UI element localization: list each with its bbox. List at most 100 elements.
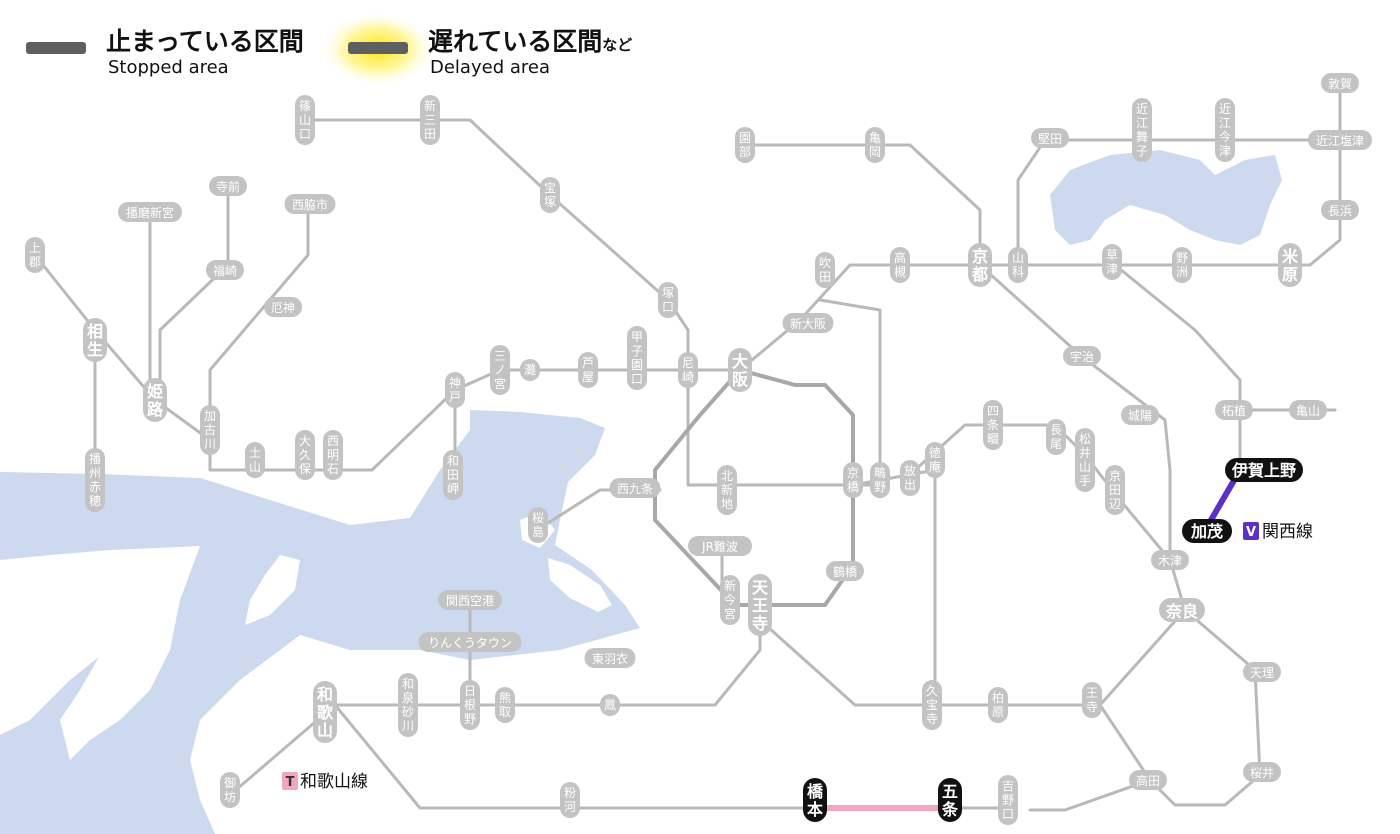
station-label: 新今宮 <box>724 578 736 621</box>
station-kamigori[interactable]: 上郡 <box>25 237 45 273</box>
station-marker <box>398 673 418 737</box>
lake-biwa <box>1050 150 1282 245</box>
station-omishiotsu[interactable]: 近江塩津 <box>1308 130 1372 150</box>
station-shijonawate[interactable]: 四条畷 <box>983 400 1003 450</box>
station-kusatsu[interactable]: 草津 <box>1102 244 1122 280</box>
station-shinsanda[interactable]: 新三田 <box>420 95 440 145</box>
station-omimaiko[interactable]: 近江舞子 <box>1132 98 1152 162</box>
station-sonobe[interactable]: 園部 <box>735 127 755 163</box>
station-joyo[interactable]: 城陽 <box>1121 405 1159 425</box>
station-shinosaka[interactable]: 新大阪 <box>782 313 834 333</box>
station-hanaten[interactable]: 放出 <box>900 460 920 496</box>
station-himeji[interactable]: 姫路 <box>143 378 167 422</box>
station-izumisunagawa[interactable]: 和泉砂川 <box>398 673 418 737</box>
station-jr-namba[interactable]: JR難波 <box>688 536 752 556</box>
station-higashihagoromo[interactable]: 東羽衣 <box>584 648 636 668</box>
station-nara[interactable]: 奈良 <box>1159 598 1205 622</box>
station-gojo[interactable]: 五条 <box>938 778 962 822</box>
station-okubo[interactable]: 大久保 <box>295 430 315 480</box>
station-tennoji[interactable]: 天王寺 <box>748 574 772 636</box>
station-kameyama[interactable]: 亀山 <box>1289 400 1327 420</box>
station-kyotanabe[interactable]: 京田辺 <box>1105 465 1125 515</box>
station-omiimazu[interactable]: 近江今津 <box>1215 98 1235 162</box>
station-yakujin[interactable]: 厄神 <box>264 297 302 317</box>
station-kameoka[interactable]: 亀岡 <box>865 127 885 163</box>
station-oji[interactable]: 王寺 <box>1082 682 1102 718</box>
station-hashimoto[interactable]: 橋本 <box>803 778 827 822</box>
wakayama-line-badge[interactable]: T 和歌山線 <box>280 769 376 793</box>
station-kashiwara[interactable]: 柏原 <box>988 687 1008 723</box>
station-kansai-airport[interactable]: 関西空港 <box>438 590 502 610</box>
station-fukusaki[interactable]: 福崎 <box>206 260 244 280</box>
station-sasayamaguchi[interactable]: 篠山口 <box>295 95 315 145</box>
station-sakurajima[interactable]: 桜島 <box>528 507 548 543</box>
station-suita[interactable]: 吹田 <box>815 252 835 288</box>
station-nishiakashi[interactable]: 西明石 <box>323 430 343 480</box>
station-tsuruga[interactable]: 敦賀 <box>1321 73 1359 93</box>
station-tsuchiyama[interactable]: 土山 <box>245 442 265 478</box>
station-rinku-town[interactable]: りんくうタウン <box>418 632 522 652</box>
station-banshuako[interactable]: 播州赤穂 <box>85 448 105 512</box>
station-kokawa[interactable]: 粉河 <box>560 782 580 818</box>
station-osaka[interactable]: 大阪 <box>728 348 752 392</box>
station-maibara[interactable]: 米原 <box>1278 243 1302 287</box>
station-marker <box>1046 419 1066 455</box>
station-label: 木津 <box>1158 554 1182 568</box>
station-marker <box>1278 243 1302 287</box>
station-tsuruhashi[interactable]: 鶴橋 <box>826 561 864 581</box>
station-kyuhoji[interactable]: 久宝寺 <box>922 680 942 730</box>
station-ashiya[interactable]: 芦屋 <box>578 352 598 388</box>
station-teramae[interactable]: 寺前 <box>209 176 247 196</box>
station-kyoto[interactable]: 京都 <box>968 243 992 287</box>
station-kobe[interactable]: 神戸 <box>445 372 465 408</box>
station-nishiwakishi[interactable]: 西脇市 <box>284 194 336 214</box>
station-kamo[interactable]: 加茂 <box>1182 519 1232 543</box>
station-yasu[interactable]: 野洲 <box>1172 247 1192 283</box>
station-kakogawa[interactable]: 加古川 <box>200 405 220 455</box>
station-matsuiyamate[interactable]: 松井山手 <box>1075 428 1095 492</box>
station-kumatori[interactable]: 熊取 <box>495 687 515 723</box>
station-yamashina[interactable]: 山科 <box>1008 247 1028 283</box>
station-harimashingu[interactable]: 播磨新宮 <box>118 202 182 222</box>
station-amagasaki[interactable]: 尼崎 <box>678 352 698 388</box>
station-sannomiya[interactable]: 三ノ宮 <box>490 345 510 395</box>
station-nishikujo[interactable]: 西九条 <box>609 478 661 498</box>
station-koshienguchi[interactable]: 甲子園口 <box>627 326 647 390</box>
station-tsuge[interactable]: 柘植 <box>1215 400 1253 420</box>
station-iga-ueno[interactable]: 伊賀上野 <box>1225 458 1303 482</box>
station-takada[interactable]: 高田 <box>1129 770 1167 790</box>
station-marker <box>220 772 240 808</box>
station-marker <box>1008 247 1028 283</box>
station-shinimamiya[interactable]: 新今宮 <box>720 575 740 625</box>
station-marker <box>1321 73 1359 93</box>
station-label: 播磨新宮 <box>126 205 174 220</box>
station-tsukaguchi[interactable]: 塚口 <box>658 282 678 318</box>
station-hineno[interactable]: 日根野 <box>460 680 480 730</box>
station-uji[interactable]: 宇治 <box>1063 346 1101 366</box>
station-katata[interactable]: 堅田 <box>1031 128 1069 148</box>
station-kizu[interactable]: 木津 <box>1151 550 1189 570</box>
station-gobo[interactable]: 御坊 <box>220 772 240 808</box>
kansai-line-badge[interactable]: V 関西線 <box>1240 519 1316 543</box>
station-marker <box>998 775 1018 825</box>
station-nagao[interactable]: 長尾 <box>1046 419 1066 455</box>
station-yoshinoguchi[interactable]: 吉野口 <box>998 775 1018 825</box>
station-tokuan[interactable]: 徳庵 <box>925 442 945 478</box>
station-kyobashi[interactable]: 京橋 <box>843 462 863 498</box>
station-aioi[interactable]: 相生 <box>83 318 107 362</box>
station-sakurai[interactable]: 桜井 <box>1243 762 1281 782</box>
station-label: 西九条 <box>617 482 653 496</box>
station-kitashinchi[interactable]: 北新地 <box>717 465 737 515</box>
station-nagahama[interactable]: 長浜 <box>1321 200 1359 220</box>
station-wakayama[interactable]: 和歌山 <box>313 681 337 743</box>
station-otori[interactable]: 鳳 <box>600 694 620 716</box>
station-tenri[interactable]: 天理 <box>1243 662 1281 682</box>
station-label: 高槻 <box>894 250 906 279</box>
station-nada[interactable]: 灘 <box>520 359 540 381</box>
legend-stopped-en: Stopped area <box>108 57 229 78</box>
station-takatsuki[interactable]: 高槻 <box>890 247 910 283</box>
station-marker <box>295 95 315 145</box>
station-takarazuka[interactable]: 宝塚 <box>540 177 560 213</box>
station-wadamisaki[interactable]: 和田岬 <box>443 450 463 500</box>
station-kamo-higashi[interactable]: 鴫野 <box>870 462 890 498</box>
